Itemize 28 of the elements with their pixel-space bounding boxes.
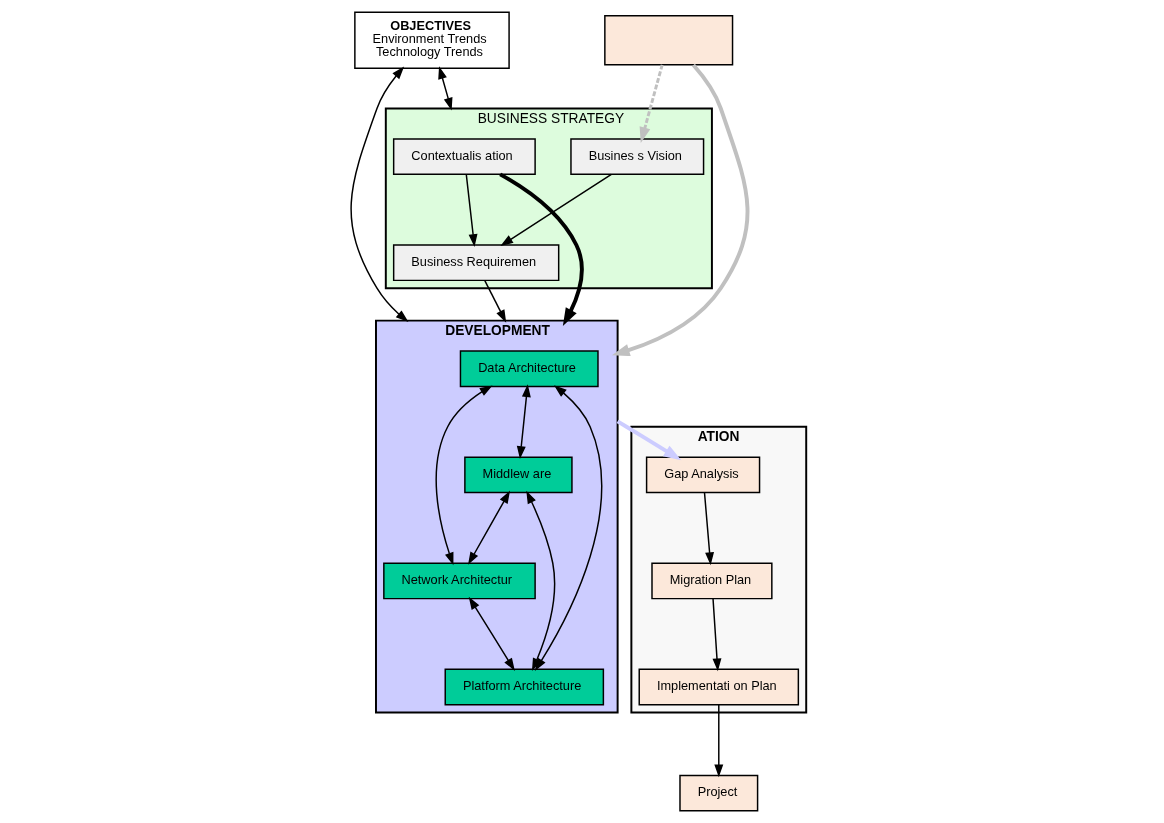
node-box: Business Requiremen (392, 244, 559, 282)
node-box: OBJECTIVES Environment Trends Technology Trends (353, 11, 510, 69)
node-box: Gap Analysis (645, 456, 760, 494)
node-box: Implementati on Plan (638, 668, 799, 706)
arrow (516, 384, 531, 460)
arrow (498, 172, 584, 326)
arrow (468, 596, 515, 671)
arrow (639, 64, 664, 143)
arrow (703, 491, 714, 566)
arrow (467, 490, 510, 565)
arrow (713, 704, 723, 778)
arrow (499, 173, 612, 247)
arrow (483, 279, 506, 323)
arrow (437, 66, 452, 111)
node-box (603, 14, 733, 66)
node-box: Platform Architecture (444, 668, 604, 706)
arrow (465, 173, 477, 247)
node-box: Contextualis ation (392, 138, 536, 176)
node-box: Migration Plan (650, 562, 773, 600)
node-box: Network Architectur (382, 562, 536, 600)
node-box: Busines s Vision (569, 138, 704, 176)
node-box: Middlew are (463, 456, 573, 494)
arrow (434, 385, 493, 566)
arrow (349, 66, 408, 323)
node-box: Project (678, 774, 758, 812)
arrow (611, 63, 749, 357)
arrow (711, 597, 721, 672)
node-box: Data Architecture (459, 350, 599, 388)
